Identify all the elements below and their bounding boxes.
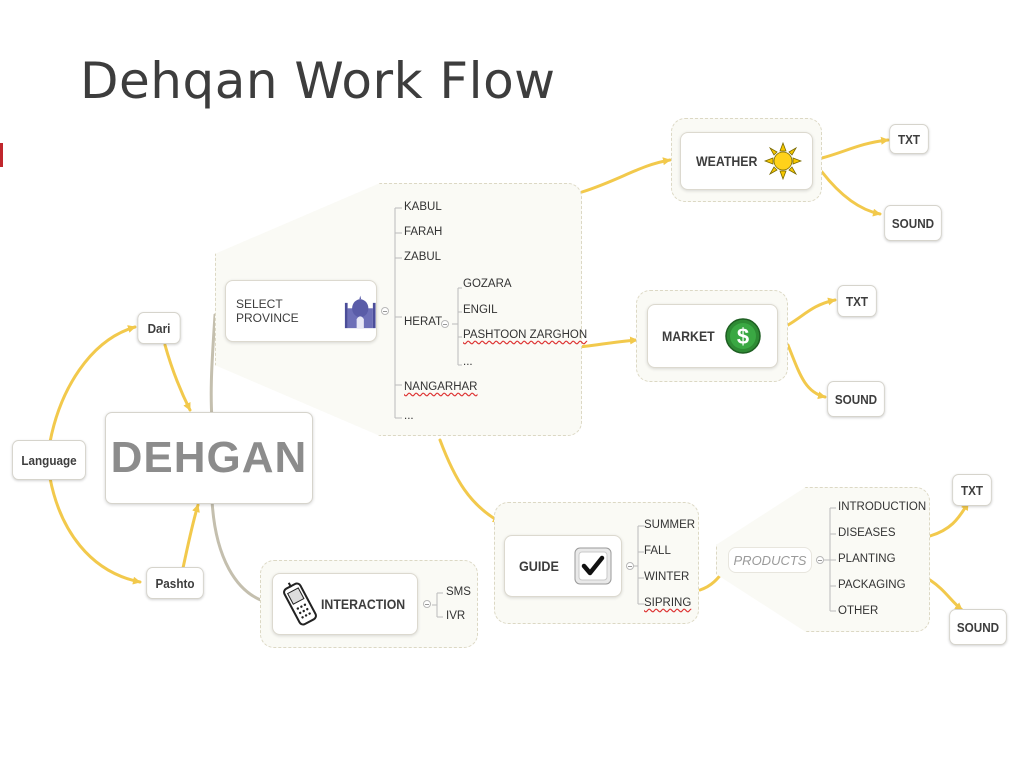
checkbox-icon xyxy=(574,547,612,585)
select-province-node[interactable]: SELECT PROVINCE xyxy=(225,280,377,342)
interaction-label: INTERACTION xyxy=(321,596,406,612)
topic-packaging[interactable]: PACKAGING xyxy=(838,579,906,591)
district-pashtoon-zarghon[interactable]: PASHTOON ZARGHON xyxy=(463,329,588,341)
products-collapse-toggle[interactable] xyxy=(816,556,824,564)
products-node[interactable]: PRODUCTS xyxy=(728,547,812,573)
topic-introduction[interactable]: INTRODUCTION xyxy=(838,501,927,513)
connector-weather-sound xyxy=(820,170,882,217)
market-sound-node[interactable]: SOUND xyxy=(827,381,885,417)
weather-node[interactable]: WEATHER xyxy=(680,132,813,190)
season-fall[interactable]: FALL xyxy=(644,545,671,557)
province-herat[interactable]: HERAT xyxy=(404,316,443,328)
connector-market-sound xyxy=(786,343,827,400)
products-txt-node[interactable]: TXT xyxy=(952,474,992,506)
select-province-label: SELECT PROVINCE xyxy=(236,297,299,325)
connector-language-pashto xyxy=(48,476,142,585)
sun-icon xyxy=(763,142,802,180)
interaction-collapse-toggle[interactable] xyxy=(423,600,431,608)
interaction-node[interactable]: INTERACTION xyxy=(272,573,418,635)
connector-province-guide xyxy=(438,438,502,524)
season-spring[interactable]: SIPRING xyxy=(644,597,692,609)
dollar-coin-icon: $ xyxy=(725,318,761,354)
products-tree-lines xyxy=(824,507,836,612)
province-kabul[interactable]: KABUL xyxy=(404,201,442,213)
province-farah[interactable]: FARAH xyxy=(404,226,443,238)
herat-tree-lines xyxy=(452,287,462,366)
province-tree-lines xyxy=(394,207,402,419)
weather-sound-node[interactable]: SOUND xyxy=(884,205,942,241)
province-more[interactable]: ... xyxy=(404,410,414,422)
connector-pashto-dehgan xyxy=(181,503,200,570)
pashto-node[interactable]: Pashto xyxy=(146,567,204,599)
svg-text:$: $ xyxy=(737,324,749,349)
connector-products-txt xyxy=(928,501,970,538)
province-nangarhar[interactable]: NANGARHAR xyxy=(404,381,478,393)
products-sound-node[interactable]: SOUND xyxy=(949,609,1007,645)
connector-weather-txt xyxy=(820,136,890,160)
channel-ivr[interactable]: IVR xyxy=(446,610,466,622)
province-collapse-toggle[interactable] xyxy=(381,307,389,315)
district-engil[interactable]: ENGIL xyxy=(463,304,498,316)
mosque-icon xyxy=(344,295,376,329)
language-node[interactable]: Language xyxy=(12,440,86,480)
accent-bar xyxy=(0,143,3,167)
season-tree-lines xyxy=(633,525,644,605)
mobile-phone-icon xyxy=(283,582,317,626)
slide-title: Dehqan Work Flow xyxy=(80,52,556,110)
topic-planting[interactable]: PLANTING xyxy=(838,553,896,565)
channel-sms[interactable]: SMS xyxy=(446,586,471,598)
weather-txt-node[interactable]: TXT xyxy=(889,124,929,154)
dari-node[interactable]: Dari xyxy=(137,312,181,344)
connector-dari-dehgan xyxy=(163,343,192,412)
season-summer[interactable]: SUMMER xyxy=(644,519,696,531)
connector-market-txt xyxy=(786,297,837,327)
guide-label: GUIDE xyxy=(519,558,559,574)
herat-collapse-toggle[interactable] xyxy=(441,320,449,328)
district-more[interactable]: ... xyxy=(463,356,473,368)
district-gozara[interactable]: GOZARA xyxy=(463,278,512,290)
market-node[interactable]: MARKET $ xyxy=(647,304,778,368)
guide-node[interactable]: GUIDE xyxy=(504,535,622,597)
connector-language-dari xyxy=(48,325,137,444)
topic-diseases[interactable]: DISEASES xyxy=(838,527,896,539)
season-winter[interactable]: WINTER xyxy=(644,571,690,583)
market-label: MARKET xyxy=(662,328,715,344)
province-zabul[interactable]: ZABUL xyxy=(404,251,442,263)
market-txt-node[interactable]: TXT xyxy=(837,285,877,317)
channel-tree-lines xyxy=(432,592,443,618)
dehgan-central-node[interactable]: DEHGAN xyxy=(105,412,313,504)
topic-other[interactable]: OTHER xyxy=(838,605,879,617)
connector-dehgan-interaction xyxy=(210,498,272,606)
weather-label: WEATHER xyxy=(696,153,758,169)
connector-dehgan-province xyxy=(209,313,217,422)
connector-products-sound xyxy=(928,578,964,612)
connector-province-weather xyxy=(580,157,672,194)
